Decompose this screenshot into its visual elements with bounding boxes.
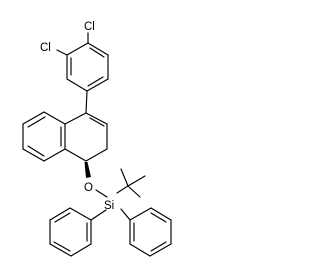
aryl-link-bond (85, 90, 88, 114)
dihydro-ring (64, 112, 108, 162)
wedge-bond (84, 162, 91, 178)
si-phenyl-left-bond (90, 209, 107, 221)
chemical-structure: Cl Cl O Si (22, 21, 172, 257)
tert-butyl-group (116, 168, 146, 198)
chlorine-atom-top: Cl (84, 21, 95, 33)
phenyl-ring-left (49, 207, 92, 257)
cl-left-bond (56, 49, 68, 56)
benzo-ring (22, 111, 66, 162)
dichlorophenyl-ring (66, 42, 109, 92)
phenyl-ring-right (129, 207, 172, 257)
o-si-bond (95, 189, 108, 198)
silicon-atom: Si (104, 200, 114, 212)
si-phenyl-right-bond (120, 208, 131, 221)
oxygen-atom: O (84, 182, 93, 194)
chlorine-atom-left: Cl (40, 42, 51, 54)
